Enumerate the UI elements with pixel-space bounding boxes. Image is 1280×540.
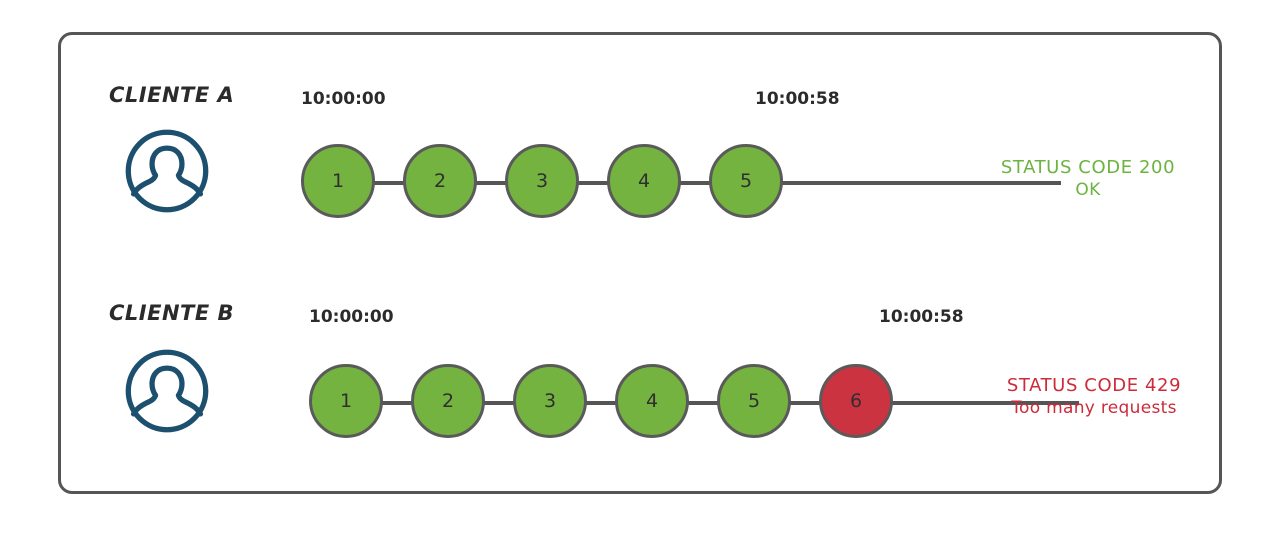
status-code-b: STATUS CODE 429 — [1006, 375, 1182, 396]
client-row-a: CLIENTE A 10:00:00 10:00:58 1 2 3 4 5 ST… — [61, 35, 1219, 218]
status-message-a: OK — [1075, 179, 1101, 200]
client-label-b: CLIENTE B — [109, 301, 235, 325]
request-node[interactable]: 1 — [309, 364, 383, 438]
request-node[interactable]: 4 — [615, 364, 689, 438]
request-node[interactable]: 2 — [411, 364, 485, 438]
timestamp-start-a: 10:00:00 — [301, 89, 386, 109]
client-row-b: CLIENTE B 10:00:00 10:00:58 1 2 3 4 5 6 … — [61, 35, 1219, 438]
request-node-rate-limited[interactable]: 6 — [819, 364, 893, 438]
status-code-a: STATUS CODE 200 — [1000, 157, 1176, 178]
request-node[interactable]: 3 — [513, 364, 587, 438]
timestamp-start-b: 10:00:00 — [309, 307, 394, 327]
status-badge-a: STATUS CODE 200 OK — [973, 157, 1203, 201]
request-node[interactable]: 4 — [607, 144, 681, 218]
request-node[interactable]: 2 — [403, 144, 477, 218]
request-node[interactable]: 5 — [709, 144, 783, 218]
request-node[interactable]: 5 — [717, 364, 791, 438]
user-avatar-icon — [123, 347, 211, 435]
status-badge-b: STATUS CODE 429 Too many requests — [969, 375, 1219, 419]
timestamp-end-a: 10:00:58 — [755, 89, 840, 109]
user-avatar-icon — [123, 127, 211, 215]
request-chain-b: 1 2 3 4 5 6 — [309, 363, 1149, 443]
request-node[interactable]: 3 — [505, 144, 579, 218]
timestamp-end-b: 10:00:58 — [879, 307, 964, 327]
request-node[interactable]: 1 — [301, 144, 375, 218]
request-chain-a: 1 2 3 4 5 — [301, 143, 1141, 223]
status-message-b: Too many requests — [1011, 397, 1177, 418]
client-label-a: CLIENTE A — [109, 83, 235, 107]
diagram-frame: CLIENTE A 10:00:00 10:00:58 1 2 3 4 5 ST… — [58, 32, 1222, 494]
